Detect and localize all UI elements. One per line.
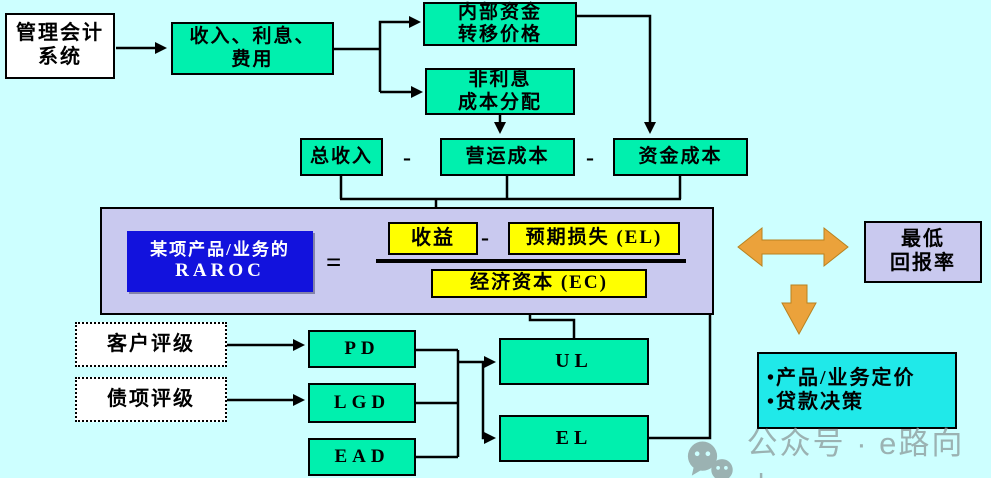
node-label: 营运成本 (465, 145, 550, 167)
down-arrow-icon (781, 284, 817, 336)
node-label: EL (555, 426, 593, 449)
node-label: 系统 (38, 46, 82, 68)
minus-operator: - (403, 145, 411, 171)
debt-rating-node: 债项评级 (75, 377, 227, 422)
node-label: 经济资本 (EC) (470, 272, 608, 294)
node-label: •产品/业务定价 (767, 366, 916, 389)
economic-capital-node: 经济资本 (EC) (431, 269, 647, 298)
internal-funds-transfer-price-node: 内部资金 转移价格 (423, 2, 577, 46)
node-label: PD (344, 337, 380, 359)
funding-cost-node: 资金成本 (613, 138, 748, 176)
minus-operator: - (586, 145, 594, 171)
node-label: 某项产品/业务的 (150, 240, 290, 260)
node-label: LGD (333, 391, 391, 413)
node-label: 收益 (411, 226, 455, 249)
watermark: 公众号 · e路向上 (684, 418, 991, 483)
wechat-icon (687, 441, 733, 483)
node-label: 费用 (231, 48, 274, 70)
node-label: 收入、利息、 (189, 26, 316, 48)
node-label: 最低 (901, 228, 945, 251)
el-node: EL (499, 415, 649, 462)
node-label: 债项评级 (107, 387, 195, 410)
node-label: •贷款决策 (767, 390, 865, 413)
node-label: 管理会计 (16, 22, 104, 45)
node-label: 成本分配 (457, 91, 542, 113)
node-label: EAD (334, 445, 390, 467)
node-label: UL (555, 349, 593, 372)
revenue-node: 收益 (388, 222, 478, 255)
equals-operator: = (326, 247, 342, 277)
node-label: 转移价格 (457, 24, 542, 45)
bottom-edge-strip (0, 478, 991, 483)
ead-node: EAD (308, 438, 416, 476)
income-interest-expense-node: 收入、利息、 费用 (171, 22, 334, 75)
watermark-text: 公众号 · e路向上 (746, 426, 965, 483)
raroc-node: 某项产品/业务的 RAROC (127, 231, 313, 292)
lgd-node: LGD (308, 383, 416, 423)
fraction-bar (376, 259, 686, 263)
node-label: 总收入 (309, 145, 373, 167)
pricing-decision-node: •产品/业务定价 •贷款决策 (757, 352, 957, 429)
node-label: 内部资金 (457, 1, 542, 23)
noninterest-cost-allocation-node: 非利息 成本分配 (425, 68, 575, 115)
minus-operator: - (481, 225, 489, 251)
node-label: 客户评级 (107, 332, 195, 355)
node-label: 预期损失 (EL) (525, 227, 663, 249)
expected-loss-node: 预期损失 (EL) (508, 222, 680, 255)
ul-node: UL (499, 338, 649, 385)
node-label: 非利息 (468, 69, 532, 91)
double-arrow-icon (737, 226, 849, 268)
total-income-node: 总收入 (300, 138, 383, 176)
node-label: 资金成本 (638, 145, 723, 167)
operating-cost-node: 营运成本 (440, 138, 575, 176)
pd-node: PD (308, 330, 416, 368)
min-return-rate-node: 最低 回报率 (864, 221, 982, 283)
customer-rating-node: 客户评级 (75, 322, 227, 367)
node-label: 回报率 (890, 252, 956, 274)
mgmt-accounting-system-node: 管理会计 系统 (5, 13, 115, 79)
node-label: RAROC (175, 260, 265, 282)
